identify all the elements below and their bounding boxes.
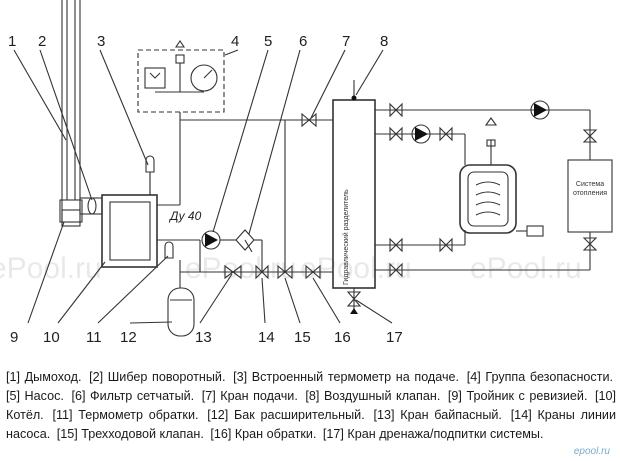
label-13: 13 xyxy=(195,329,212,346)
legend-item: [17] Кран дренажа/подпитки системы. xyxy=(322,427,544,441)
label-15: 15 xyxy=(294,329,311,346)
label-17: 17 xyxy=(386,329,403,346)
legend-item: [13] Кран байпасный. xyxy=(373,408,502,422)
drain-valve xyxy=(346,288,362,314)
label-7: 7 xyxy=(342,33,350,50)
circuit-pump xyxy=(530,100,550,120)
legend-caption: [1] Дымоход. [2] Шибер поворотный. [3] В… xyxy=(6,368,616,444)
watermark: ePool.ru xyxy=(0,252,102,285)
heating-circuit-pipes xyxy=(375,109,591,271)
heating-scheme-diagram: ePool.ru ePool.ru ePool.ru ePool.ru xyxy=(0,0,613,346)
legend-item: [4] Группа безопасности. xyxy=(466,370,613,384)
legend-item: [2] Шибер поворотный. xyxy=(89,370,226,384)
legend-item: [6] Фильтр сетчатый. xyxy=(71,389,195,403)
watermark: ePool.ru xyxy=(300,252,412,285)
chimney xyxy=(59,0,83,227)
legend-item: [7] Кран подачи. xyxy=(201,389,298,403)
water-heater-tank xyxy=(459,117,544,237)
legend-item: [10] Котёл. xyxy=(6,389,617,422)
watermark: ePool.ru xyxy=(470,252,582,285)
label-2: 2 xyxy=(38,33,46,50)
return-thermometer xyxy=(164,241,174,259)
legend-item: [14] Краны линии насоса. xyxy=(6,408,616,441)
circuit-valve xyxy=(389,102,598,278)
circuit-pump xyxy=(411,124,431,144)
mesh-filter xyxy=(235,229,255,253)
pump-line-valve xyxy=(255,264,269,280)
label-8: 8 xyxy=(380,33,388,50)
three-way-valve xyxy=(277,120,293,280)
legend-item: [16] Кран обратки. xyxy=(210,427,317,441)
heating-system-box: Система отопления xyxy=(567,159,613,233)
brand-logo: epool.ru xyxy=(573,446,610,457)
boiler xyxy=(101,194,158,268)
leader-lines xyxy=(13,49,393,324)
expansion-tank xyxy=(167,287,195,337)
supply-valve xyxy=(301,112,317,128)
legend-item: [11] Термометр обратки. xyxy=(52,408,199,422)
label-9: 9 xyxy=(10,329,18,346)
label-3: 3 xyxy=(97,33,105,50)
pipe-size-label: Ду 40 xyxy=(168,209,202,223)
legend-item: [15] Трехходовой клапан. xyxy=(56,427,204,441)
label-1: 1 xyxy=(8,33,16,50)
legend-item: [5] Насос. xyxy=(6,389,64,403)
supply-pipe xyxy=(149,112,333,206)
rotary-damper xyxy=(79,197,103,215)
label-6: 6 xyxy=(299,33,307,50)
label-10: 10 xyxy=(43,329,60,346)
legend-item: [9] Тройник с ревизией. xyxy=(447,389,588,403)
label-11: 11 xyxy=(86,329,102,346)
bypass-valve xyxy=(224,264,242,280)
pump-5 xyxy=(201,230,221,250)
label-4: 4 xyxy=(231,33,239,50)
label-16: 16 xyxy=(334,329,351,346)
legend-item: [8] Воздушный клапан. xyxy=(305,389,441,403)
return-valve xyxy=(305,264,321,280)
legend-item: [1] Дымоход. xyxy=(6,370,82,384)
label-5: 5 xyxy=(264,33,272,50)
legend-item: [3] Встроенный термометр на подаче. xyxy=(233,370,460,384)
legend-item: [12] Бак расширительный. xyxy=(207,408,365,422)
label-12: 12 xyxy=(120,329,137,346)
safety-group xyxy=(137,40,225,113)
heating-system-label: Система отопления xyxy=(572,181,608,197)
label-14: 14 xyxy=(258,329,275,346)
hydro-separator-label: Гидравлический разделитель xyxy=(342,189,350,285)
